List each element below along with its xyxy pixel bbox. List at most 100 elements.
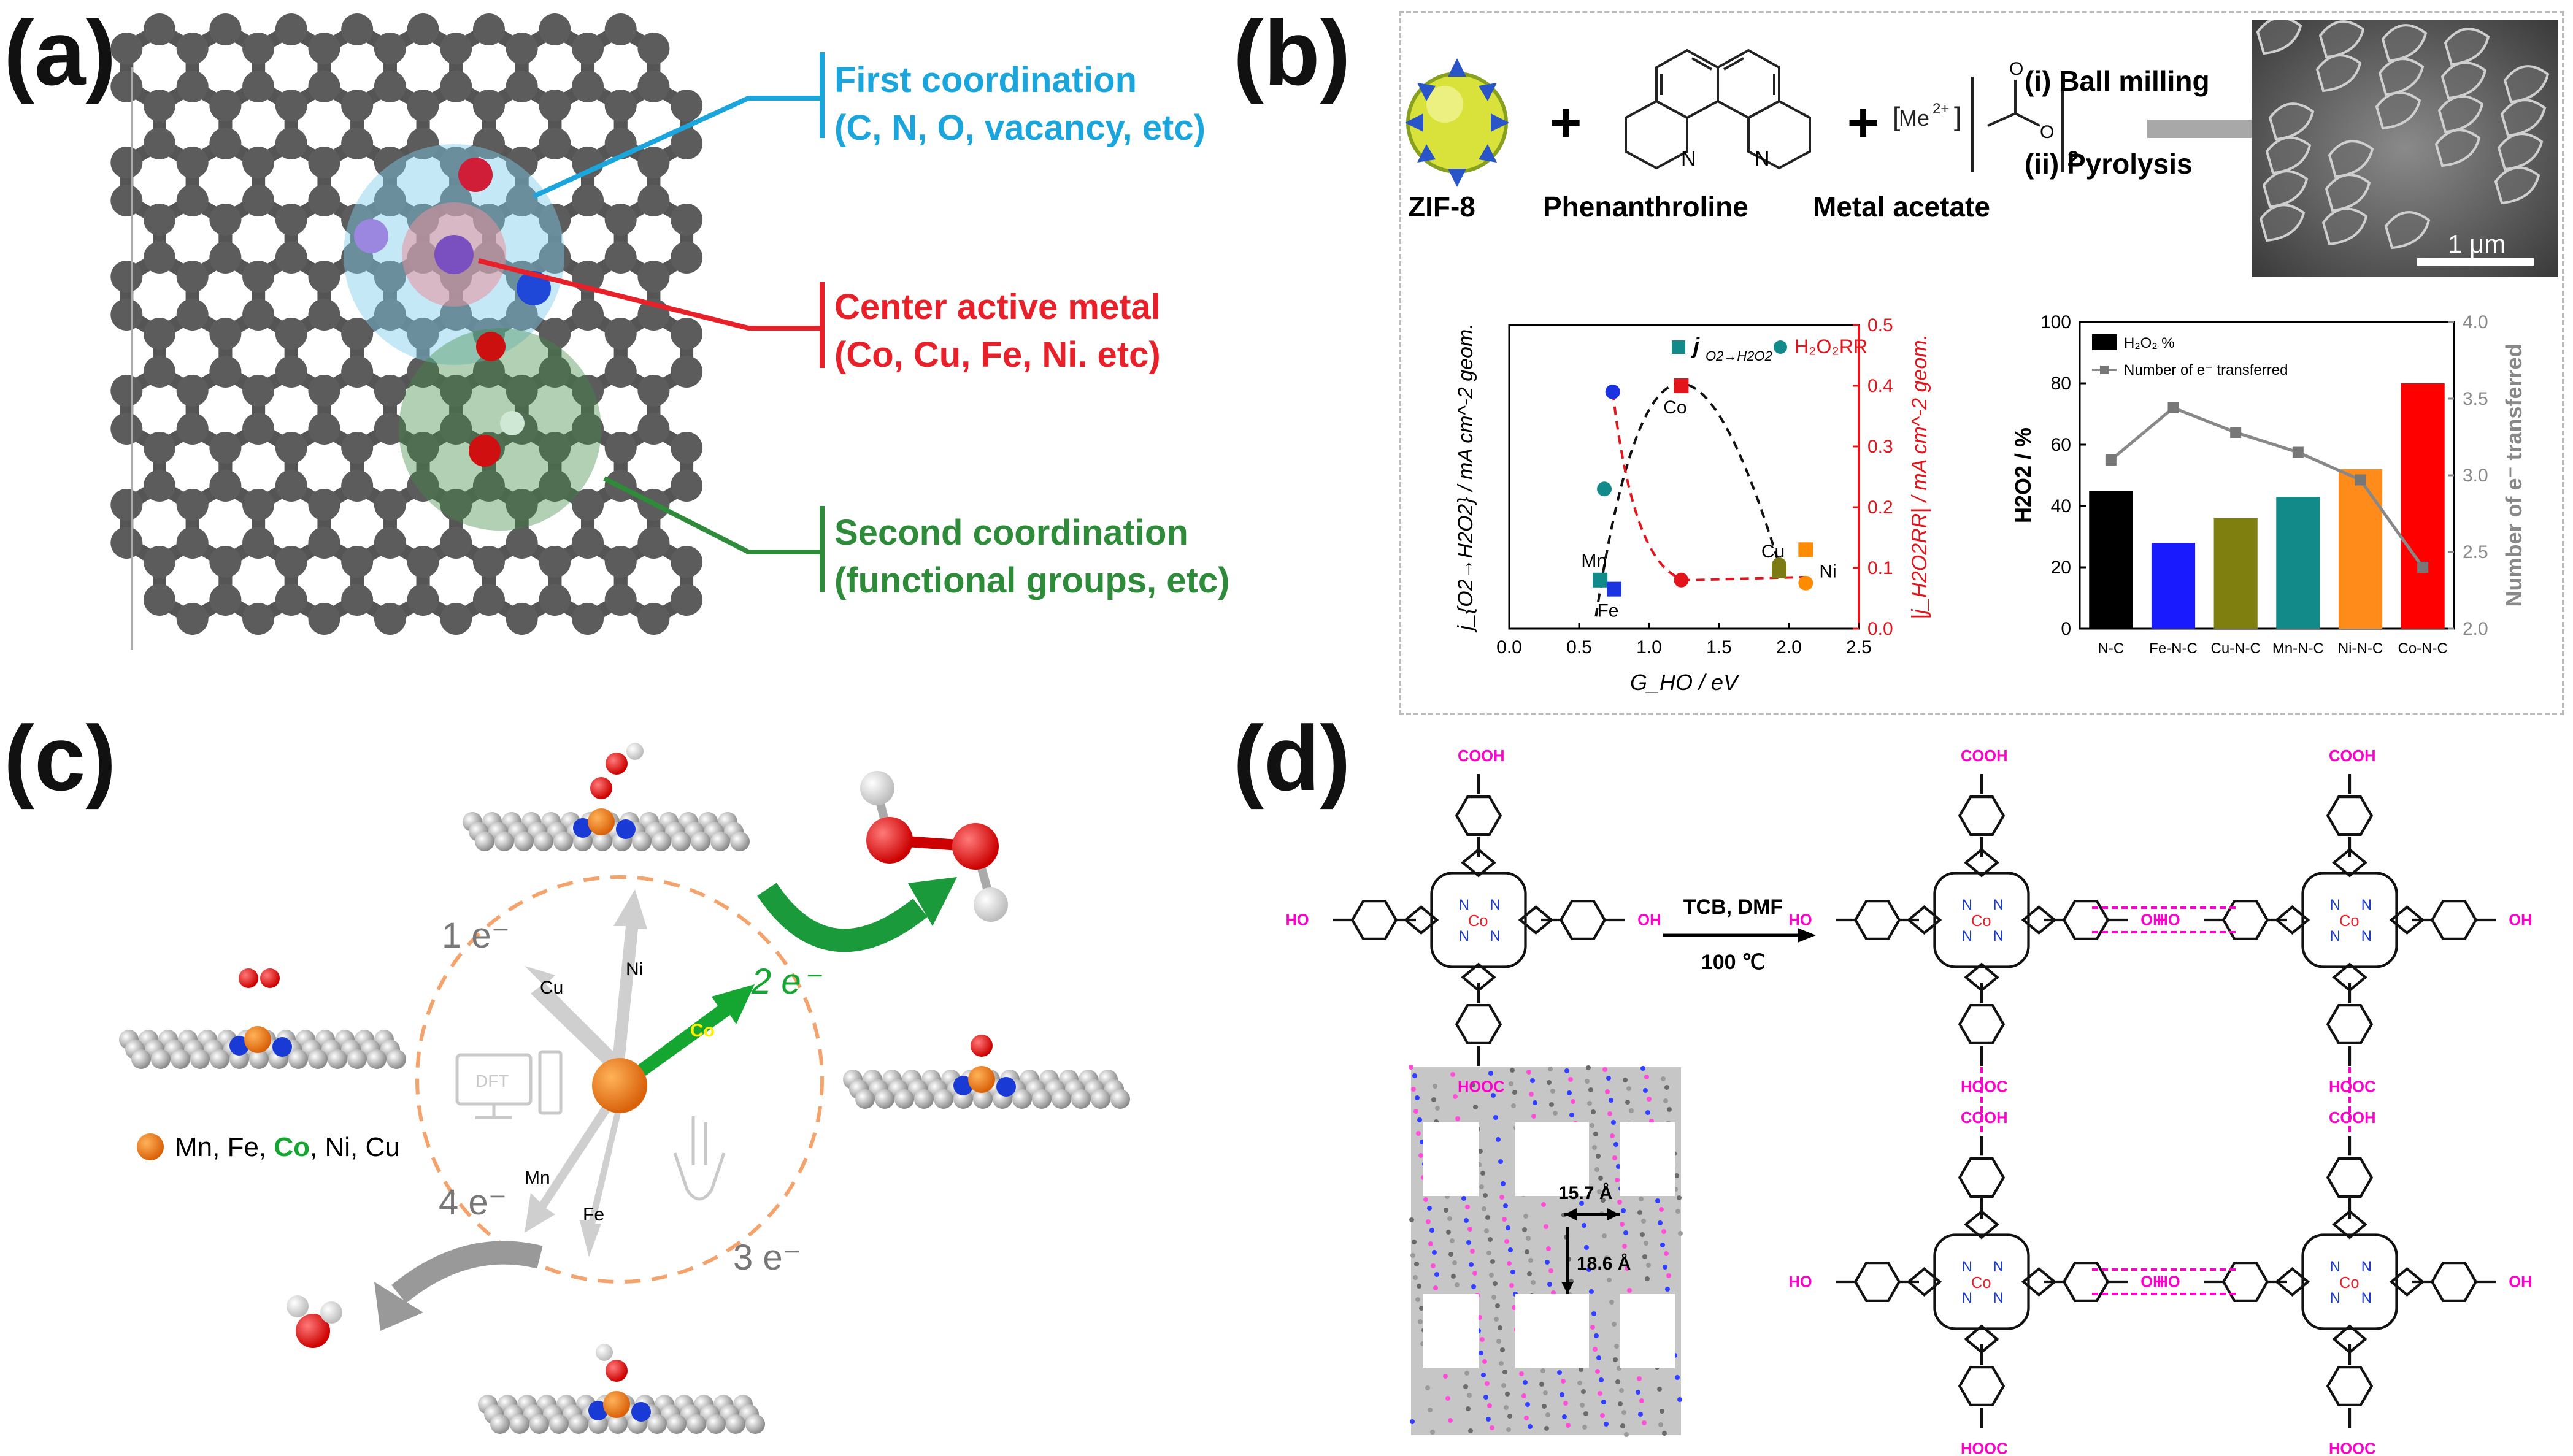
y-axis-label-right: Number of e⁻ transferred (2501, 343, 2526, 607)
carbon-atom (671, 204, 703, 236)
y-tick-label: 0.1 (1867, 558, 1893, 578)
phenanthroline-label: Phenanthroline (1543, 191, 1748, 223)
lab-tube-icon (673, 1116, 726, 1201)
carbon-atom (275, 13, 307, 45)
bar (2151, 543, 2196, 629)
electron-point (2355, 474, 2366, 486)
electron-point (2292, 446, 2304, 458)
svg-text:N: N (1962, 897, 1972, 913)
h2o2rr-point (1605, 384, 1620, 399)
carbon-atom (637, 185, 670, 216)
category-label: N-C (2098, 640, 2125, 657)
carbon-atom (176, 489, 209, 521)
carbon-atom (374, 299, 406, 331)
carbon-atom (176, 147, 209, 178)
carbon-atom (275, 90, 307, 121)
carbon-atom (308, 375, 340, 407)
svg-text:Co: Co (2339, 1274, 2360, 1292)
oxygen-group-atom (469, 435, 501, 467)
carbon-atom (242, 261, 275, 293)
electron-point (2105, 454, 2117, 466)
x-tick-label: 0.5 (1566, 637, 1592, 657)
carbon-atom (176, 375, 209, 407)
pore-distance-2: 18.6 Å (1577, 1254, 1631, 1274)
carbon-atom (539, 318, 571, 350)
carbon-atom (407, 470, 439, 502)
j-point (1798, 542, 1813, 557)
h2o2-molecule (860, 771, 1008, 922)
mof-3d-structure: 15.7 Å 18.6 Å (1409, 1065, 1683, 1437)
carbon-atom (572, 375, 604, 407)
carbon-atom (275, 546, 307, 578)
scale-bar-label: 1 μm (2448, 229, 2506, 258)
carbon-atom (604, 204, 637, 236)
carbon-atom (209, 318, 242, 350)
carbon-atom (110, 413, 143, 445)
arrow-label-co: Co (690, 1021, 715, 1041)
svg-text:N: N (2361, 928, 2372, 944)
svg-text:2+: 2+ (1933, 101, 1949, 117)
svg-text:Co: Co (1468, 913, 1488, 930)
x-axis-label: G_HO / eV (1630, 670, 1740, 695)
y-tick-label: 100 (2040, 312, 2071, 332)
two-electron-label: 2 e⁻ (751, 962, 823, 1002)
carbon-atom (604, 242, 637, 274)
carbon-atom (440, 375, 472, 407)
svg-text:Co: Co (2339, 913, 2360, 930)
oxygen-group-atom (476, 332, 506, 361)
carbon-atom (209, 584, 242, 616)
carbon-atom (308, 489, 340, 521)
carbon-atom (374, 185, 406, 216)
carbon-atom (144, 204, 175, 236)
step1-label: (i) Ball milling (2025, 65, 2210, 97)
h2o2rr-point (1772, 557, 1787, 573)
carbon-atom (374, 33, 406, 64)
carbon-atom (407, 432, 439, 464)
carbon-atom (440, 413, 472, 445)
metal-acetate-label: Metal acetate (1813, 191, 1990, 223)
carbon-atom (637, 147, 670, 178)
carbon-atom (176, 71, 209, 102)
coord-atom (354, 219, 388, 253)
carbon-atom (341, 318, 374, 350)
bar (2213, 518, 2258, 629)
volcano-curve (1594, 382, 1783, 617)
legend-marker-bar (2092, 334, 2117, 350)
carbon-atom (407, 584, 439, 616)
carbon-atom (242, 299, 275, 331)
carbon-atom (209, 242, 242, 274)
metal-legend: Mn, Fe, Co, Ni, Cu (175, 1132, 400, 1162)
y-tick-label: 20 (2051, 557, 2071, 578)
point-label: Fe (1597, 601, 1618, 621)
carbon-atom (572, 413, 604, 445)
category-label: Co-N-C (2398, 640, 2448, 657)
svg-text:OH: OH (2509, 1274, 2532, 1291)
carbon-atom (671, 356, 703, 388)
point-label: Ni (1819, 561, 1836, 581)
carbon-atom (144, 90, 175, 121)
y-tick-label: 0.4 (1867, 376, 1893, 396)
carbon-atom (539, 242, 571, 274)
h2o2rr-point (1674, 572, 1689, 588)
y-tick-label: 40 (2051, 496, 2071, 516)
carbon-atom (110, 261, 143, 293)
h2o2-product-arrow (757, 883, 928, 952)
y-right-tick-label: 3.0 (2463, 466, 2488, 486)
carbon-atom (506, 147, 538, 178)
carbon-atom (506, 603, 538, 635)
carbon-atom (242, 527, 275, 559)
svg-text:2: 2 (2067, 147, 2079, 171)
sem-image: 1 μm (2252, 20, 2558, 277)
carbon-atom (341, 90, 374, 121)
zif8-label: ZIF-8 (1408, 191, 1475, 223)
svg-text:HO: HO (2157, 912, 2180, 929)
carbon-atom (374, 413, 406, 445)
h2o-product-arrow (391, 1241, 543, 1303)
carbon-atom (242, 489, 275, 521)
zif8-icon (1405, 58, 1509, 187)
carbon-atom (110, 185, 143, 216)
carbon-atom (308, 71, 340, 102)
y-tick-label: 0.2 (1867, 497, 1893, 518)
carbon-atom (472, 546, 505, 578)
panel-d-letter: (d) (1233, 707, 1351, 810)
